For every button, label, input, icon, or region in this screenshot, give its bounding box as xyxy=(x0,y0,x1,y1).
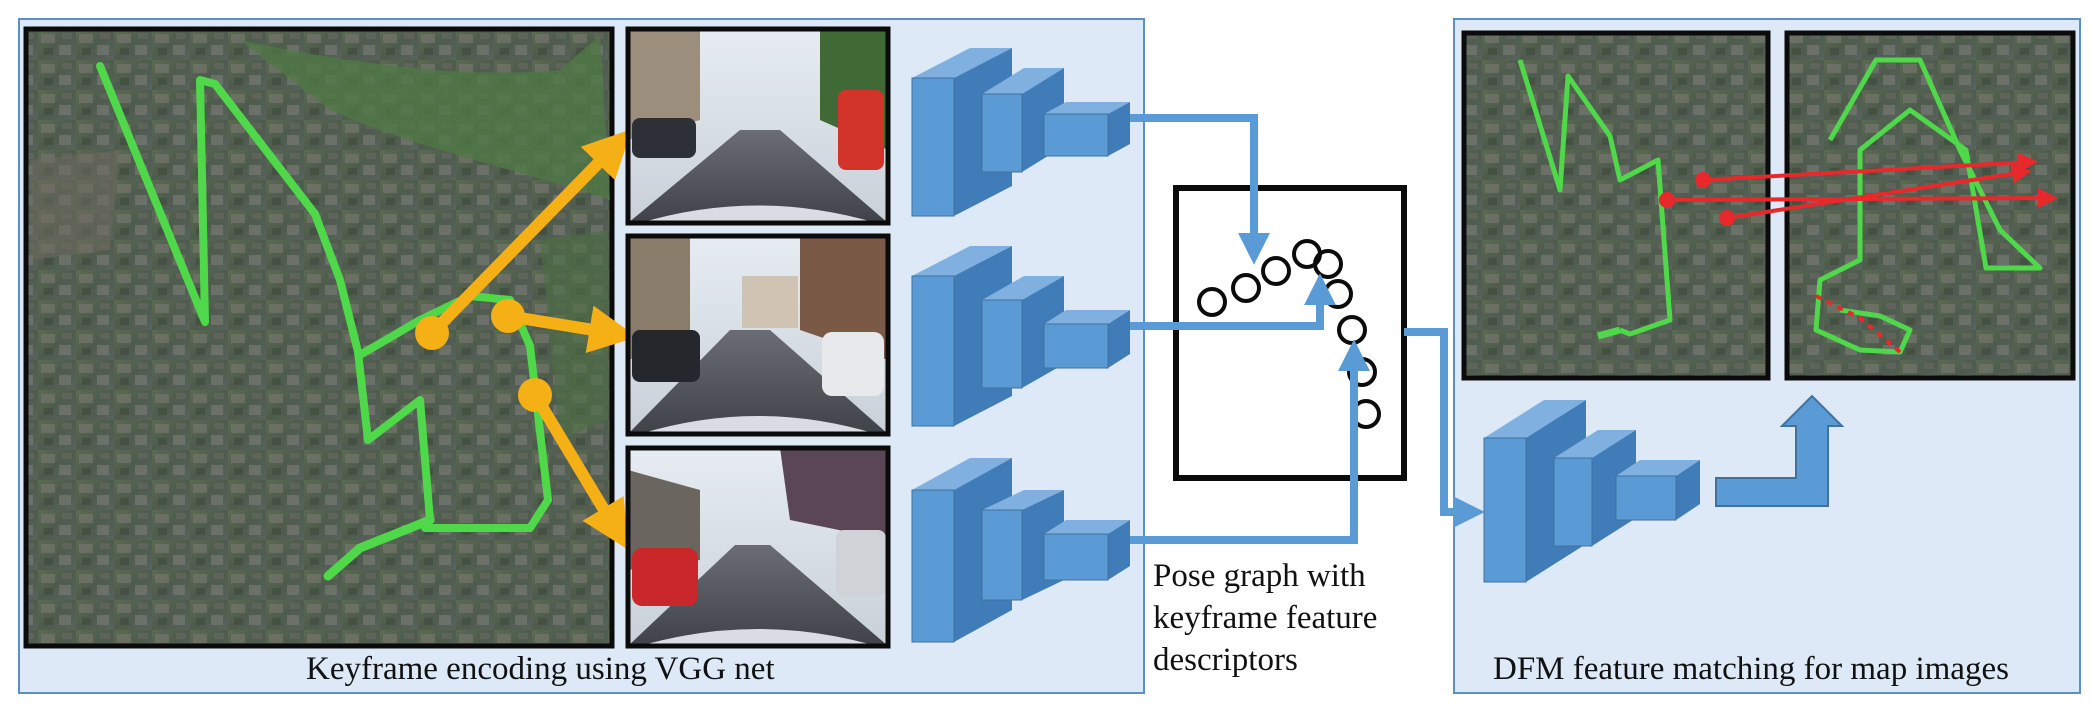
pose-graph-caption: Pose graph with keyframe feature descrip… xyxy=(1153,555,1377,681)
vgg-network-block-2 xyxy=(911,246,1130,427)
keyframe-image-1 xyxy=(625,26,891,226)
pose-graph-caption-line-3: descriptors xyxy=(1153,642,1298,678)
gps-route xyxy=(96,62,552,581)
map-image-query xyxy=(1461,30,1771,381)
descriptor-connectors xyxy=(1130,114,1485,544)
pose-graph-caption-line-1: Pose graph with xyxy=(1153,558,1366,594)
keyframe-image-3 xyxy=(625,445,891,649)
keyframe-image-2 xyxy=(625,233,891,437)
keyframe-arrows xyxy=(427,129,637,550)
vgg-network-block-1 xyxy=(911,48,1130,217)
dfm-matching-caption: DFM feature matching for map images xyxy=(1493,651,2009,687)
dfm-network-block xyxy=(1483,400,1700,583)
pose-graph-node-icon xyxy=(1261,256,1291,286)
feature-match-lines xyxy=(1659,152,2058,226)
keyframe-encoding-caption: Keyframe encoding using VGG net xyxy=(306,651,775,687)
pose-graph-caption-line-2: keyframe feature xyxy=(1153,600,1378,636)
aerial-map-image xyxy=(23,26,615,649)
map-image-reference xyxy=(1784,30,2076,381)
pose-graph-box xyxy=(1173,185,1407,481)
dfm-output-arrow xyxy=(1715,394,1845,507)
pose-graph-node-icon xyxy=(1197,287,1227,317)
vgg-network-block-3 xyxy=(911,458,1130,643)
pose-graph-node-icon xyxy=(1231,273,1261,303)
